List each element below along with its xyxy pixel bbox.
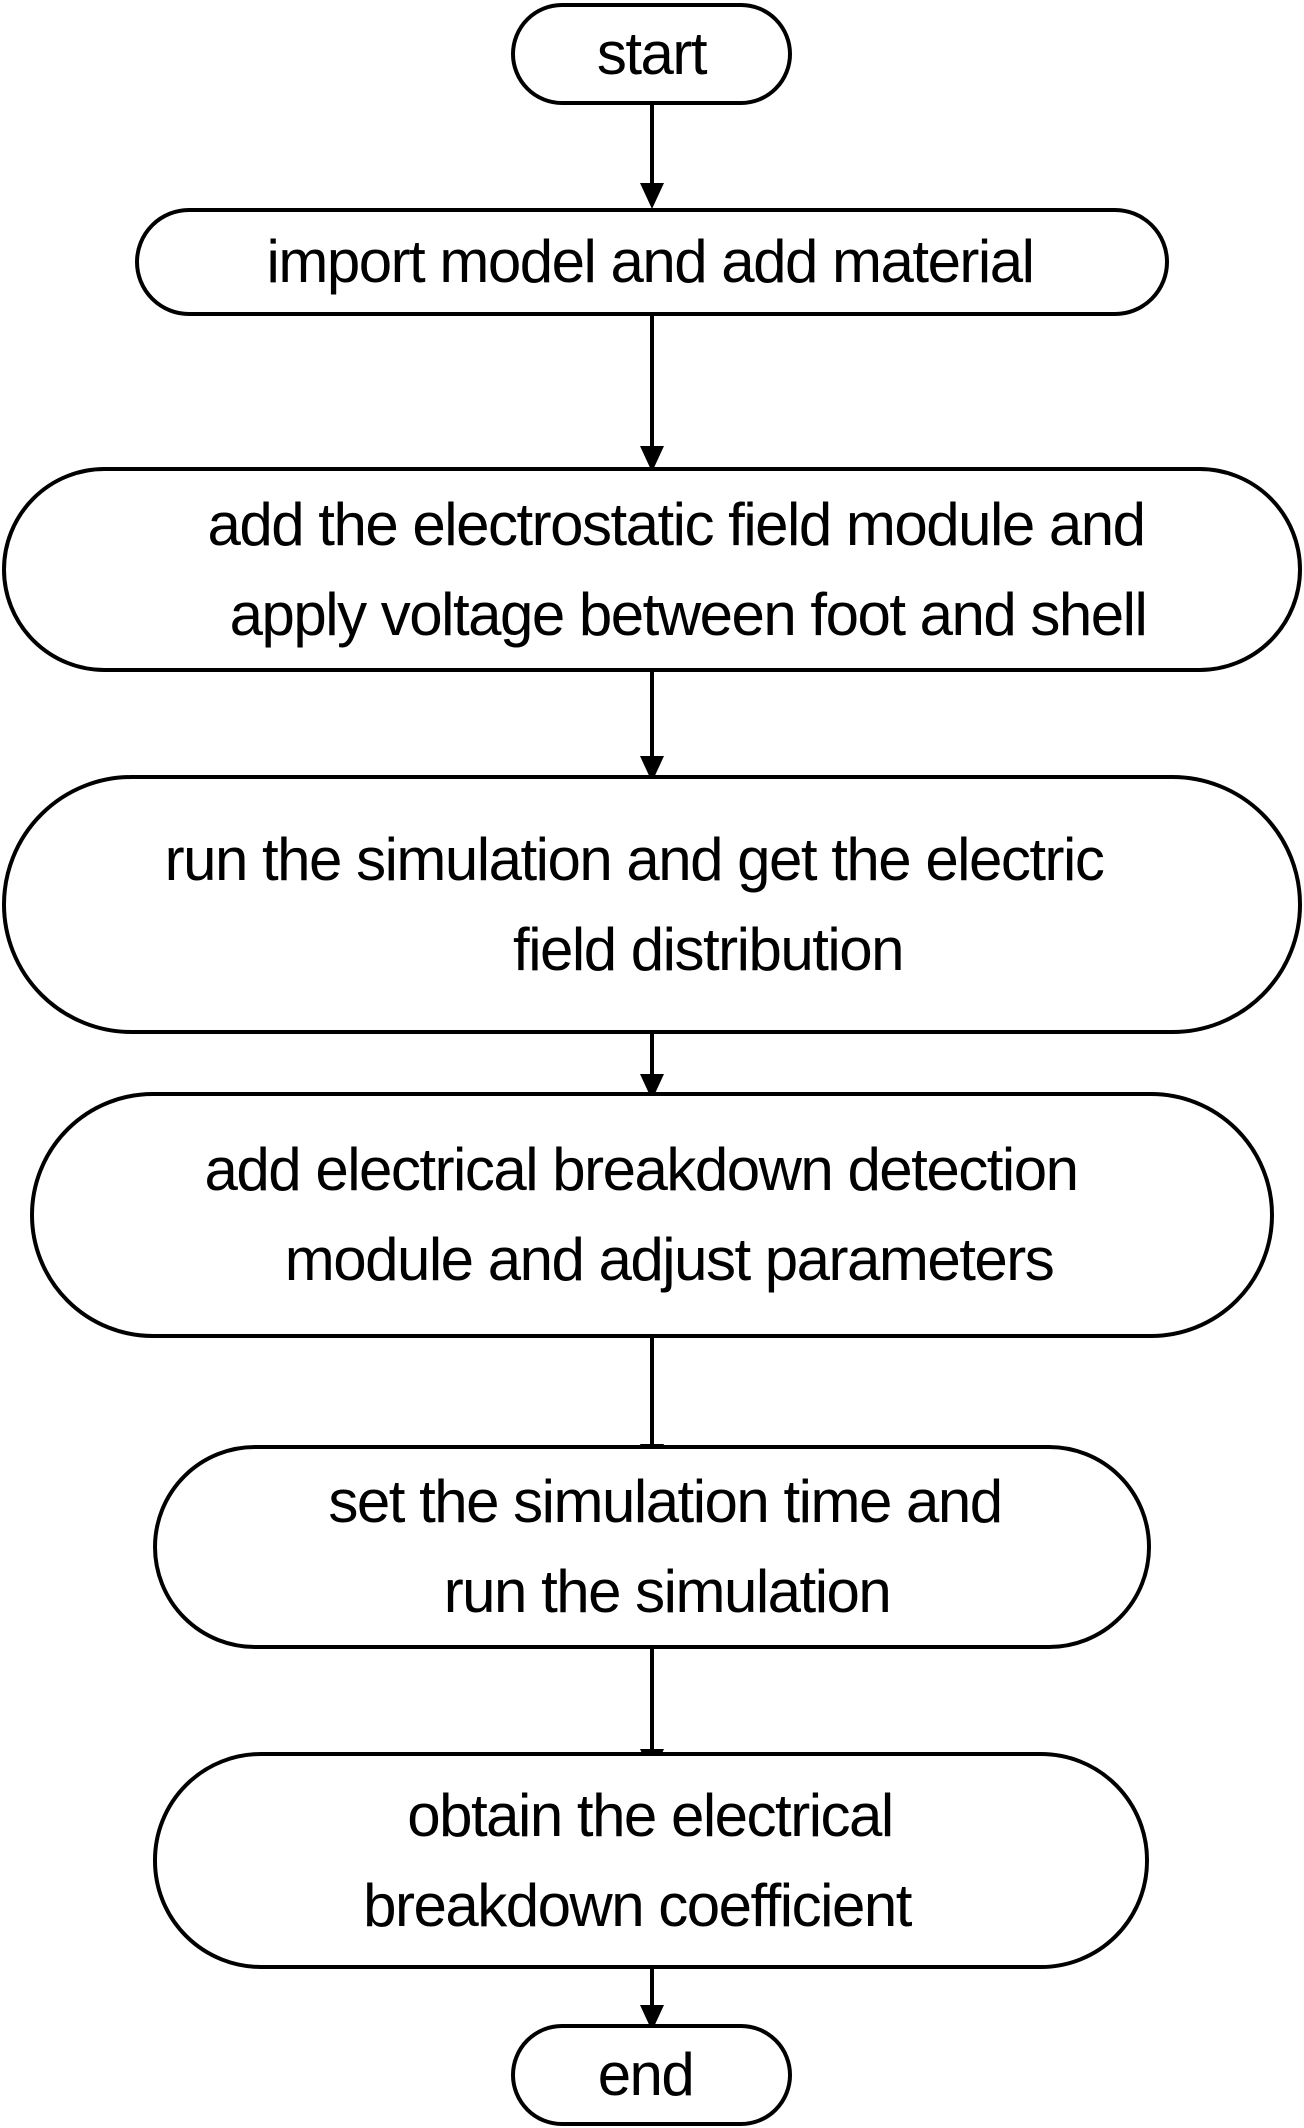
step-3-line-2: field distribution <box>513 915 904 983</box>
step-4-line-1: add electrical breakdown detection <box>204 1136 1079 1203</box>
end-label: end <box>597 2041 695 2108</box>
step-6-line-2: breakdown coefficient <box>363 1871 912 1939</box>
step-obtain-coefficient: obtain the electrical breakdown coeffici… <box>153 1752 1149 1969</box>
step-4-line-2: module and adjust parameters <box>284 1226 1055 1293</box>
step-1-line-1: import model and add material <box>266 228 1035 295</box>
start-node: start <box>511 3 792 105</box>
step-breakdown-detection: add electrical breakdown detection modul… <box>30 1092 1274 1338</box>
step-2-line-2: apply voltage between foot and shell <box>229 580 1148 648</box>
step-5-line-1: set the simulation time and <box>328 1468 1003 1535</box>
step-set-simulation-time: set the simulation time and run the simu… <box>153 1445 1151 1649</box>
step-2-line-1: add the electrostatic field module and <box>207 490 1146 558</box>
step-6-line-1: obtain the electrical <box>407 1781 894 1849</box>
step-run-simulation: run the simulation and get the electric … <box>2 775 1302 1034</box>
step-3-line-1: run the simulation and get the electric <box>164 825 1105 893</box>
step-5-line-2: run the simulation <box>443 1558 892 1625</box>
start-label: start <box>596 20 708 87</box>
step-electrostatic-field: add the electrostatic field module and a… <box>2 467 1302 672</box>
step-import-model: import model and add material <box>135 208 1169 316</box>
end-node: end <box>511 2024 792 2126</box>
